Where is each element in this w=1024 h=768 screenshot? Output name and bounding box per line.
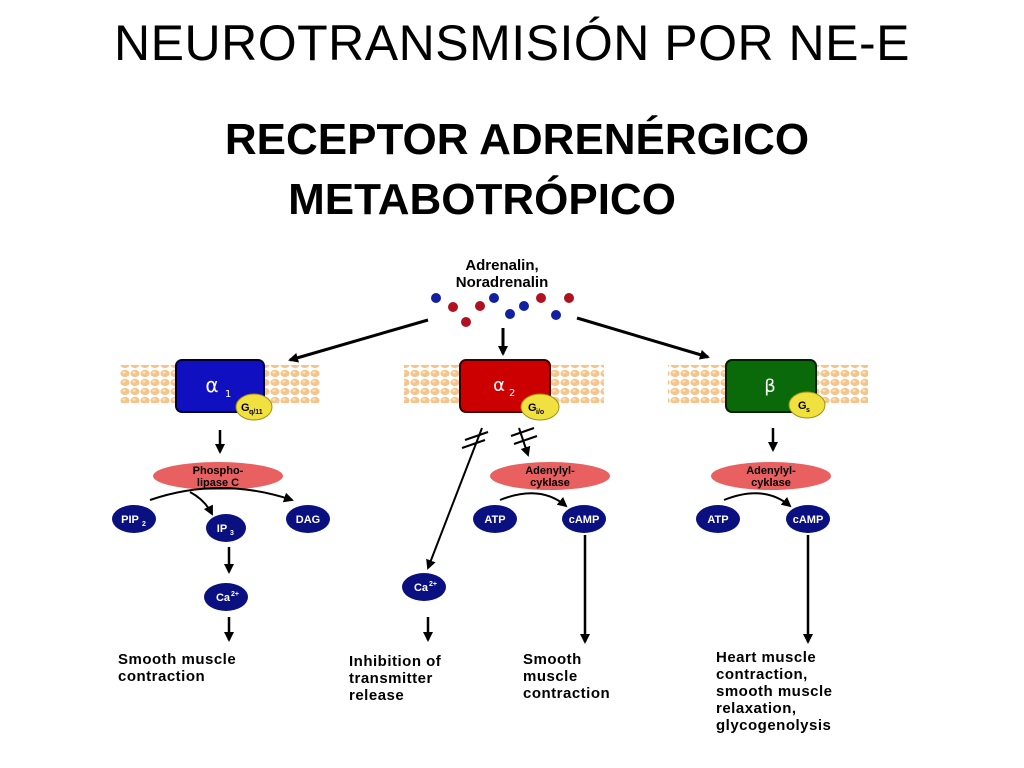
molecule-atp-beta: ATP xyxy=(696,505,740,533)
svg-text:Adenylyl-: Adenylyl- xyxy=(746,465,796,477)
molecule-camp-alpha2: cAMP xyxy=(562,505,606,533)
arrow-to-alpha1 xyxy=(288,318,429,363)
inhibition-mark-ca-1 xyxy=(464,431,489,441)
ligand-label-line-1: Adrenalin, xyxy=(465,257,538,274)
svg-text:smooth muscle: smooth muscle xyxy=(716,683,833,700)
molecule-pip2: PIP 2 xyxy=(112,505,156,533)
svg-text:contraction: contraction xyxy=(118,668,205,685)
arrow-pip2-to-ip3 xyxy=(189,491,213,516)
outcome-alpha1: Smooth muscle contraction xyxy=(118,651,236,685)
enzyme-adenylyl-cyclase-beta: Adenylyl- cyklase xyxy=(711,462,831,490)
svg-text:Heart muscle: Heart muscle xyxy=(716,649,816,666)
svg-text:contraction: contraction xyxy=(523,685,610,702)
svg-text:cAMP: cAMP xyxy=(569,514,600,526)
gprotein-io xyxy=(520,393,560,421)
arrow-atp-to-camp-alpha2 xyxy=(499,492,568,508)
svg-text:2: 2 xyxy=(509,388,515,399)
arrow-to-beta xyxy=(576,316,710,360)
enzyme-phospholipase-c: Phospho- lipase C xyxy=(153,462,283,490)
page-subtitle: RECEPTOR ADRENÉRGICO METABOTRÓPICO xyxy=(0,110,1024,230)
svg-text:2: 2 xyxy=(142,521,146,528)
receptor-alpha1: α 1 G q/11 xyxy=(175,359,273,421)
inhibition-mark-ac-1 xyxy=(510,427,535,437)
svg-text:Ca: Ca xyxy=(216,592,231,604)
svg-text:G: G xyxy=(241,402,250,414)
svg-text:α: α xyxy=(493,375,505,396)
svg-text:Adenylyl-: Adenylyl- xyxy=(525,465,575,477)
molecule-atp-alpha2: ATP xyxy=(473,505,517,533)
svg-text:cyklase: cyklase xyxy=(530,477,570,489)
svg-text:ATP: ATP xyxy=(484,514,505,526)
svg-text:contraction,: contraction, xyxy=(716,666,808,683)
svg-text:Smooth muscle: Smooth muscle xyxy=(118,651,236,668)
svg-text:s: s xyxy=(806,407,810,414)
svg-text:relaxation,: relaxation, xyxy=(716,700,797,717)
svg-text:release: release xyxy=(349,687,404,704)
molecule-camp-beta: cAMP xyxy=(786,505,830,533)
inhibition-mark-ca-2 xyxy=(461,439,486,449)
enzyme-adenylyl-cyclase-alpha2: Adenylyl- cyklase xyxy=(490,462,610,490)
svg-text:Phospho-: Phospho- xyxy=(193,465,244,477)
outcome-alpha2-ca: Inhibition of transmitter release xyxy=(349,653,442,704)
svg-text:G: G xyxy=(528,402,537,414)
page-title: NEUROTRANSMISIÓN POR NE-E xyxy=(114,15,910,71)
svg-text:ATP: ATP xyxy=(707,514,728,526)
outcome-alpha2-camp: Smooth muscle contraction xyxy=(523,651,610,702)
svg-text:2+: 2+ xyxy=(429,581,437,588)
svg-text:q/11: q/11 xyxy=(249,409,263,416)
svg-text:IP: IP xyxy=(217,523,227,535)
svg-text:α: α xyxy=(205,373,218,397)
svg-text:lipase C: lipase C xyxy=(197,477,239,489)
svg-text:PIP: PIP xyxy=(121,514,139,526)
svg-text:glycogenolysis: glycogenolysis xyxy=(716,717,831,734)
receptor-beta: β G s xyxy=(725,359,826,419)
molecule-ca-alpha2: Ca 2+ xyxy=(402,573,446,601)
ligand-label-line-2: Noradrenalin xyxy=(456,274,549,291)
molecule-ca-alpha1: Ca 2+ xyxy=(204,583,248,611)
svg-text:G: G xyxy=(798,400,807,412)
molecule-dag: DAG xyxy=(286,505,330,533)
arrow-atp-to-camp-beta xyxy=(723,492,792,508)
svg-text:cyklase: cyklase xyxy=(751,477,791,489)
svg-text:cAMP: cAMP xyxy=(793,514,824,526)
ligand-molecules xyxy=(431,293,574,327)
svg-text:Ca: Ca xyxy=(414,582,429,594)
svg-text:muscle: muscle xyxy=(523,668,578,685)
svg-text:Smooth: Smooth xyxy=(523,651,582,668)
arrow-alpha2-to-ca xyxy=(426,427,483,570)
svg-text:transmitter: transmitter xyxy=(349,670,433,687)
arrow-pip2-to-dag xyxy=(149,487,294,503)
svg-text:Inhibition of: Inhibition of xyxy=(349,653,442,670)
svg-text:i/o: i/o xyxy=(536,409,544,416)
gprotein-s xyxy=(788,391,826,419)
receptor-alpha2: α 2 G i/o xyxy=(459,359,560,421)
svg-text:DAG: DAG xyxy=(296,514,320,526)
svg-text:3: 3 xyxy=(230,530,234,537)
gprotein-q11 xyxy=(235,393,273,421)
outcome-beta: Heart muscle contraction, smooth muscle … xyxy=(716,649,833,734)
svg-text:β: β xyxy=(764,376,776,397)
svg-text:2+: 2+ xyxy=(231,591,239,598)
molecule-ip3: IP 3 xyxy=(206,514,246,542)
subtitle-line-2: METABOTRÓPICO xyxy=(288,175,676,224)
inhibition-mark-ac-2 xyxy=(513,435,538,445)
subtitle-line-1: RECEPTOR ADRENÉRGICO xyxy=(224,115,810,164)
svg-text:1: 1 xyxy=(225,389,231,400)
